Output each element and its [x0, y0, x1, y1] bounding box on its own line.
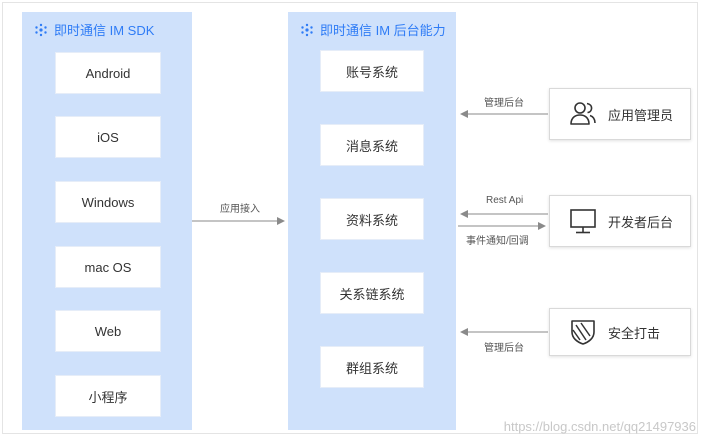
sdk-item-web: Web — [55, 310, 161, 352]
label-manage-backend-bottom: 管理后台 — [484, 343, 524, 354]
users-icon — [570, 102, 596, 125]
sparkle-icon — [301, 23, 313, 36]
sparkle-icon — [35, 23, 47, 36]
shield-icon — [571, 320, 595, 345]
backend-item-account: 账号系统 — [320, 50, 424, 92]
sdk-item-macos: mac OS — [55, 246, 161, 288]
sdk-item-android: Android — [55, 52, 161, 94]
label-event-callback: 事件通知/回调 — [466, 236, 529, 247]
app-admin-box: 应用管理员 — [549, 88, 691, 140]
label-rest-api: Rest Api — [486, 195, 524, 206]
backend-item-relationship: 关系链系统 — [320, 272, 424, 314]
dev-backend-box: 开发者后台 — [549, 195, 691, 247]
backend-item-group: 群组系统 — [320, 346, 424, 388]
watermark: https://blog.csdn.net/qq21497936 — [503, 419, 696, 434]
sdk-item-ios: iOS — [55, 116, 161, 158]
security-box: 安全打击 — [549, 308, 691, 356]
sdk-item-mini-program: 小程序 — [55, 375, 161, 417]
backend-panel-title: 即时通信 IM 后台能力 — [300, 20, 446, 39]
backend-panel-title-text: 即时通信 IM 后台能力 — [320, 23, 446, 38]
dev-backend-label: 开发者后台 — [608, 214, 674, 230]
backend-item-message: 消息系统 — [320, 124, 424, 166]
label-app-access: 应用接入 — [220, 204, 260, 215]
monitor-icon — [570, 209, 596, 234]
sdk-item-windows: Windows — [55, 181, 161, 223]
sdk-panel-title-text: 即时通信 IM SDK — [54, 23, 155, 38]
label-manage-backend-top: 管理后台 — [484, 98, 524, 109]
sdk-panel-title: 即时通信 IM SDK — [34, 20, 154, 39]
app-admin-label: 应用管理员 — [608, 107, 674, 123]
security-label: 安全打击 — [608, 325, 661, 341]
backend-item-profile: 资料系统 — [320, 198, 424, 240]
